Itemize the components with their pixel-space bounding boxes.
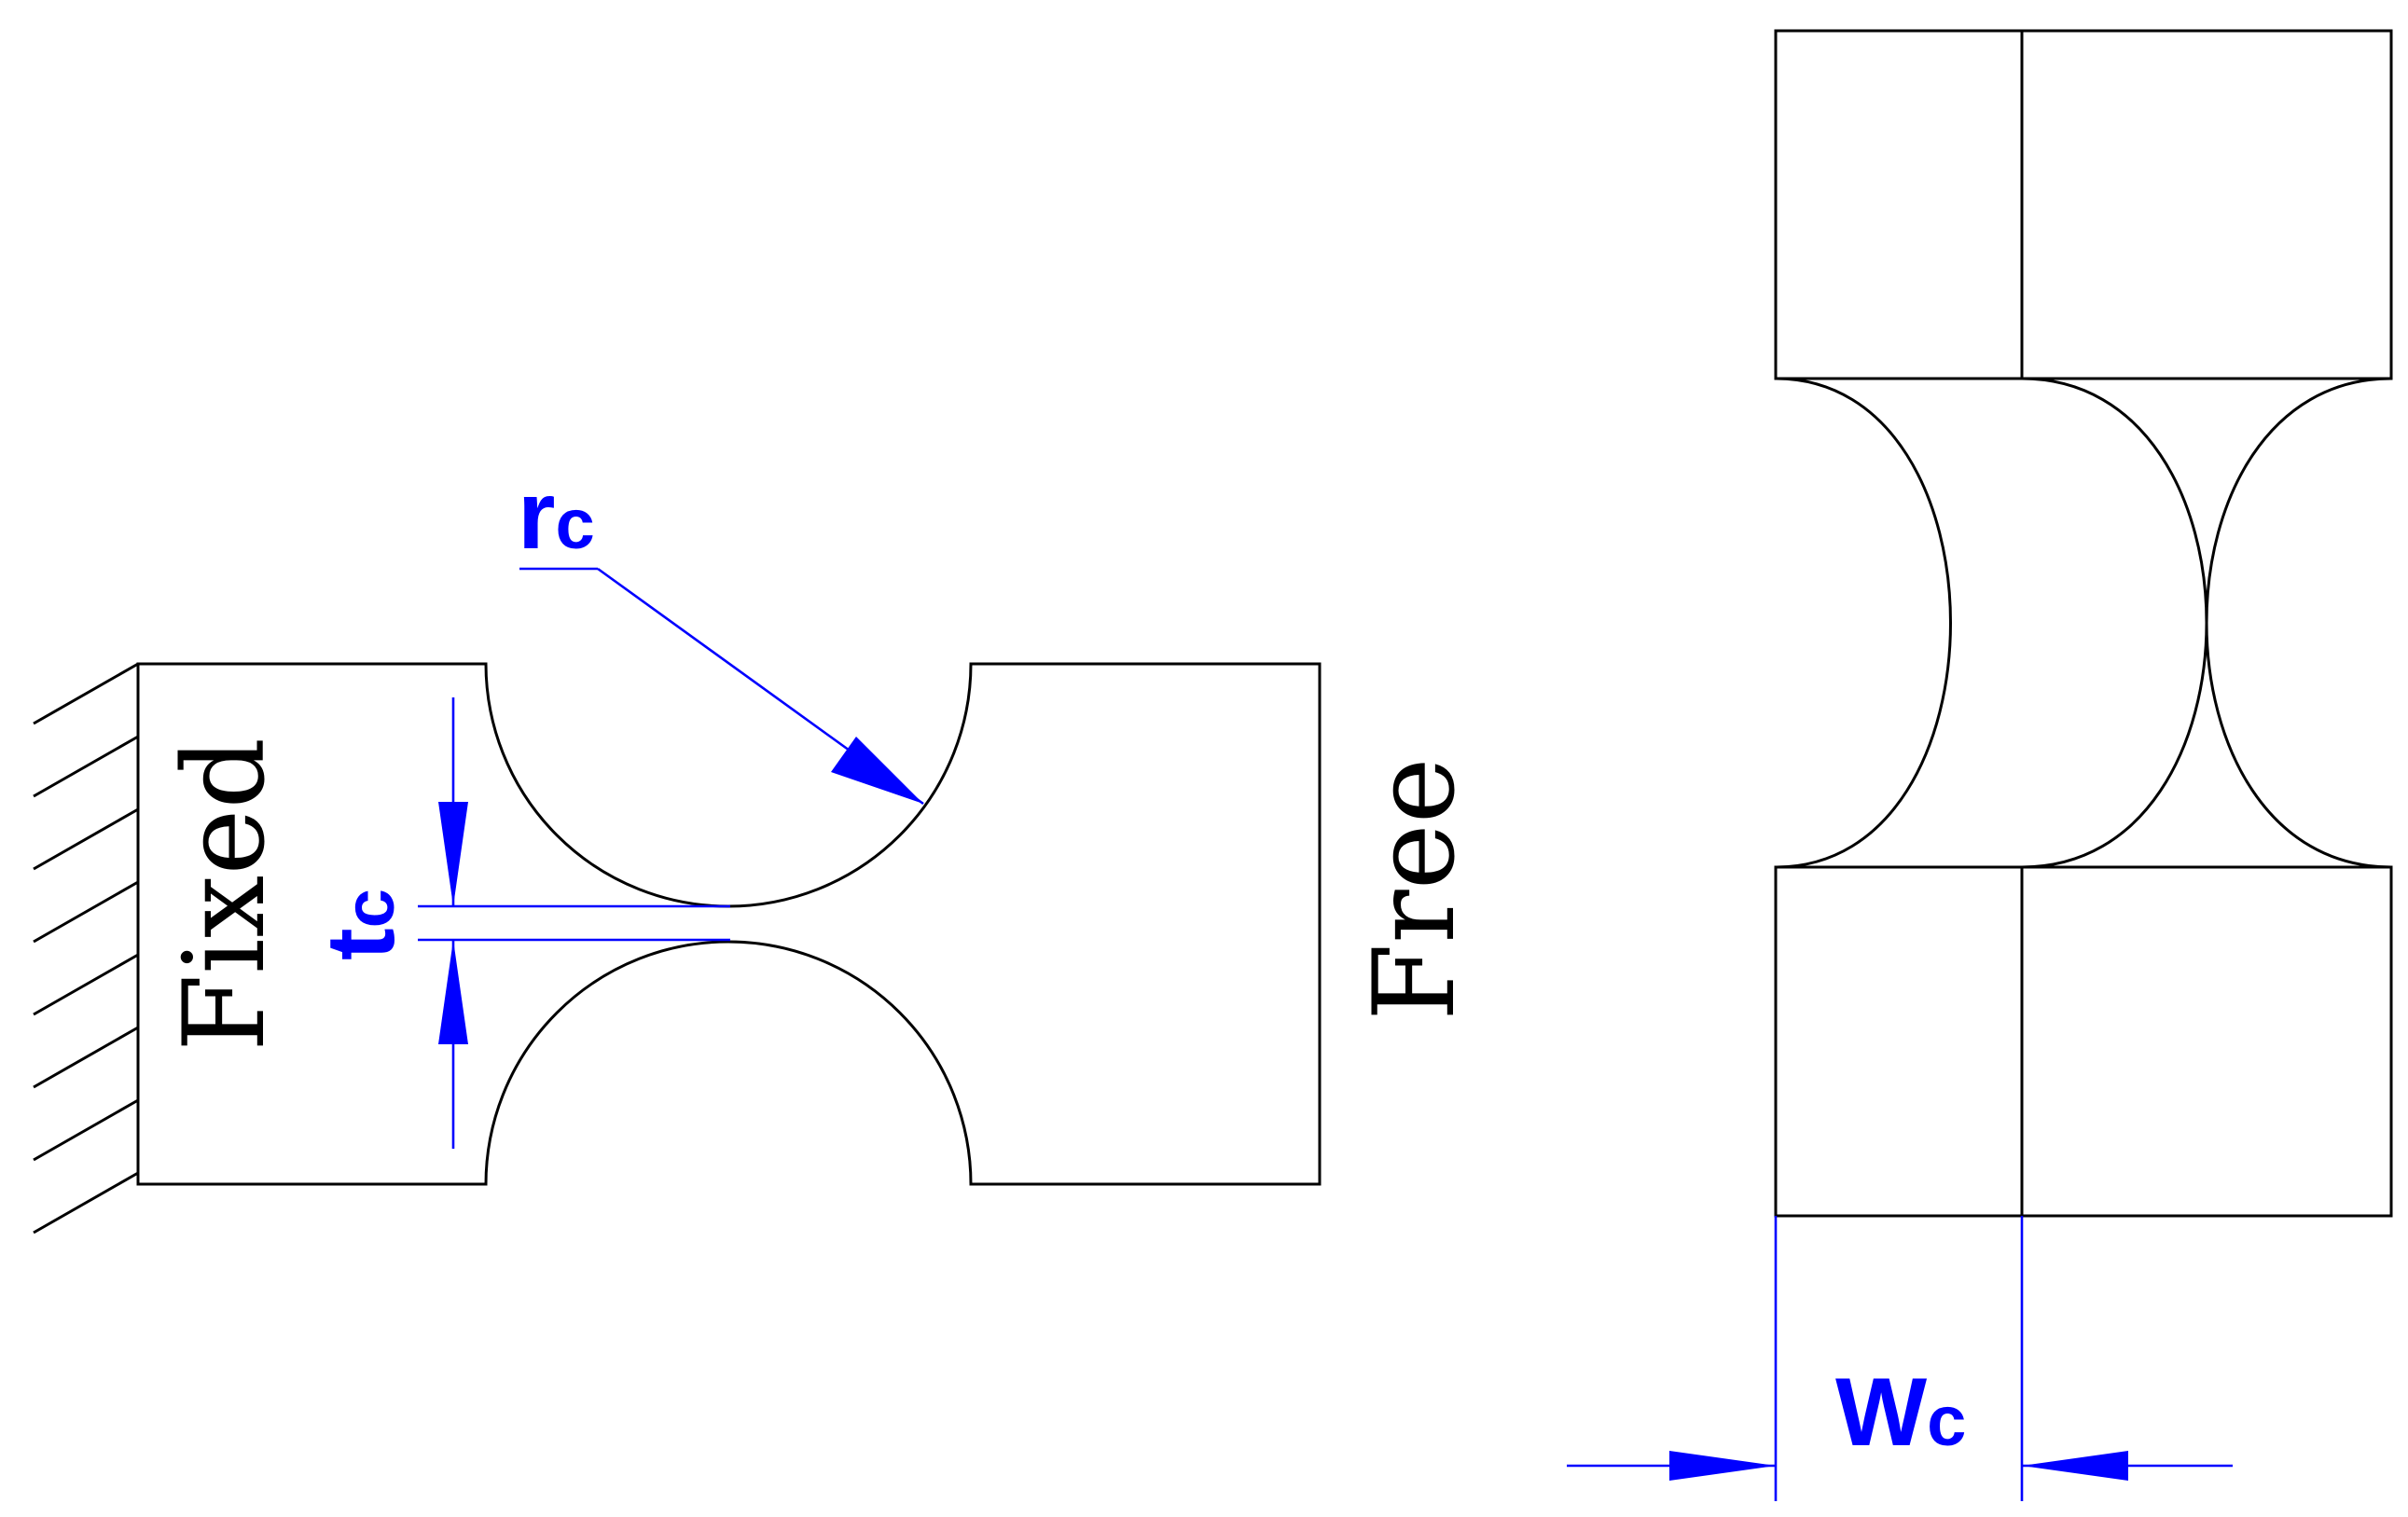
rc-label-sub: c <box>555 485 594 564</box>
tc-arrow-bottom <box>438 940 468 1044</box>
top-block <box>1774 29 2393 380</box>
rc-arrowhead <box>831 737 923 804</box>
wc-label-sub: c <box>1927 1382 1966 1461</box>
front-view: Wc <box>1567 29 2393 1501</box>
tc-arrow-top <box>438 802 468 906</box>
hinge-body-outline <box>136 662 1322 1186</box>
tc-label-main: t <box>307 928 415 960</box>
tc-label: tc <box>307 889 415 960</box>
notch-edge-middle <box>2021 377 2208 869</box>
notch-edge-right <box>2205 377 2392 869</box>
side-view: Fixed Free rc tc <box>33 462 1480 1234</box>
fixed-support-hatching <box>33 662 140 1234</box>
wc-arrow-left <box>1669 1451 1776 1481</box>
bottom-block <box>1774 865 2393 1218</box>
free-label: Free <box>1350 757 1480 1021</box>
rc-label: rc <box>518 462 595 570</box>
wc-label: Wc <box>1835 1358 1966 1467</box>
tc-label-sub: c <box>330 889 409 928</box>
wc-label-main: W <box>1835 1358 1928 1467</box>
wc-arrow-right <box>2022 1451 2128 1481</box>
rc-label-main: r <box>518 462 555 570</box>
fixed-label: Fixed <box>160 738 290 1052</box>
notch-edge-left <box>1775 377 1952 869</box>
wc-dimension <box>1567 1216 2233 1501</box>
rc-leader <box>519 567 924 806</box>
tc-dimension <box>418 697 730 1149</box>
